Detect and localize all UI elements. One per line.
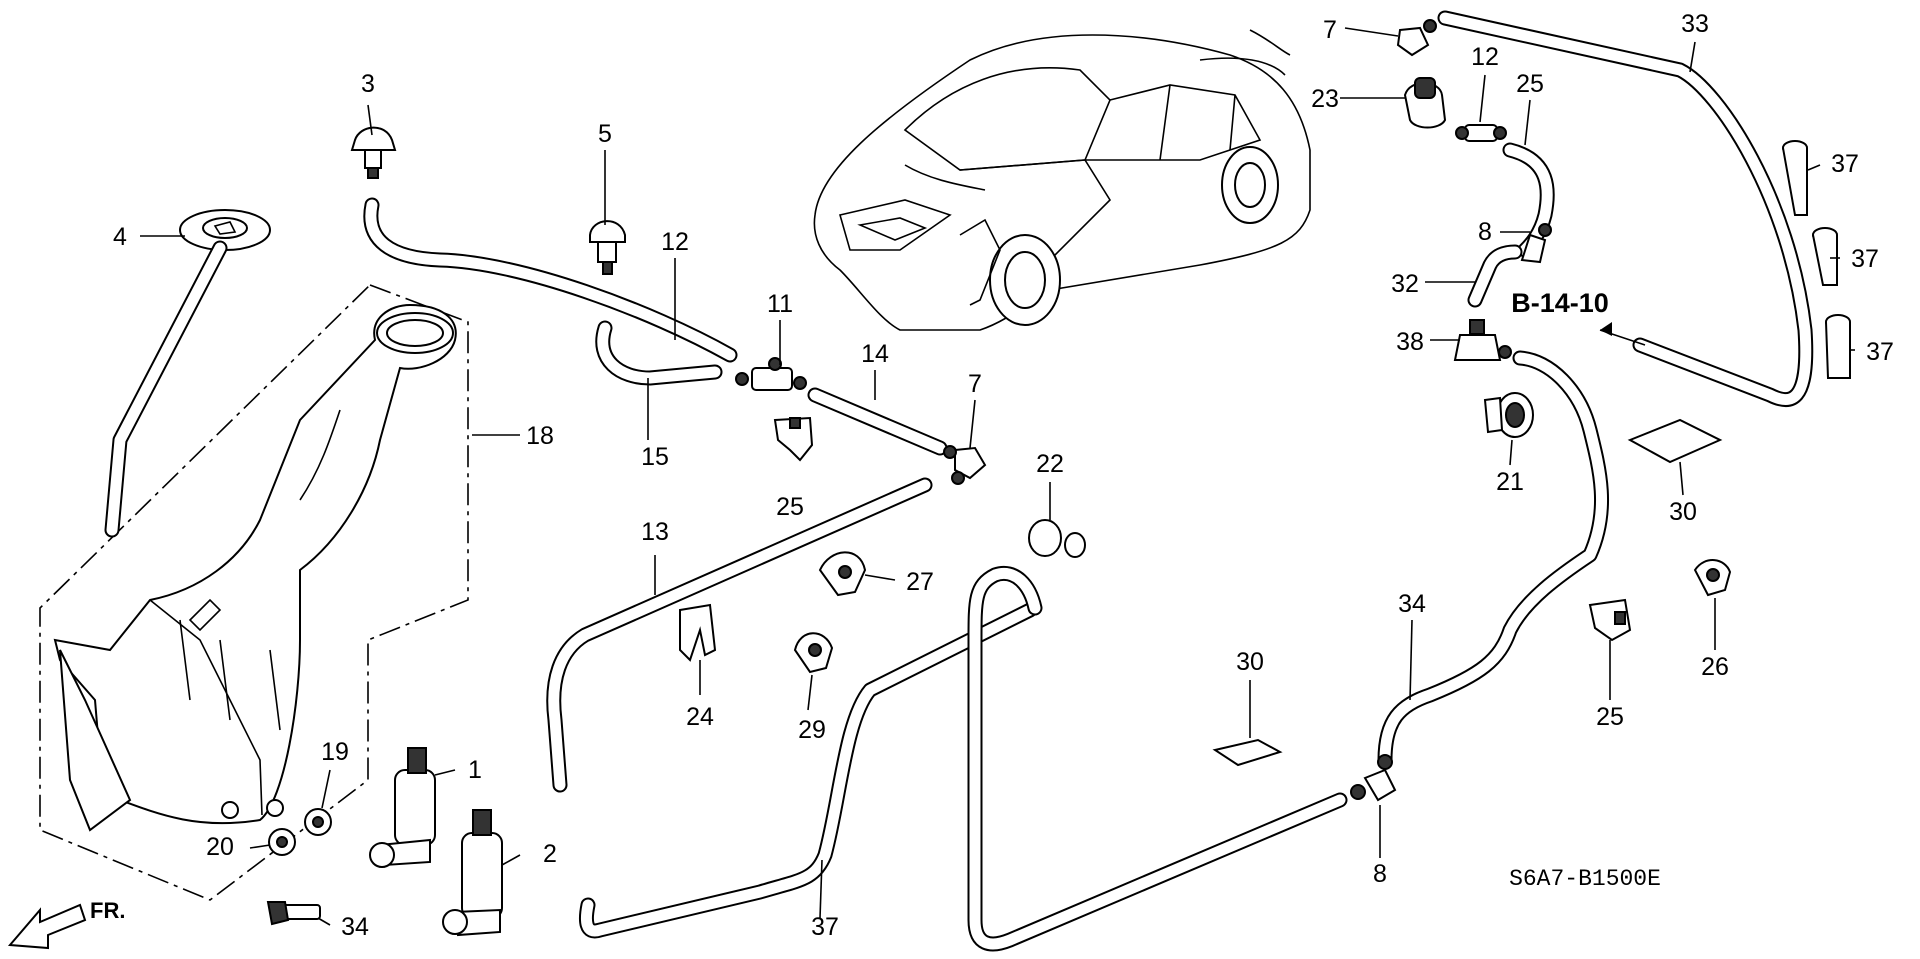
label-part-27-lower: 29	[798, 716, 826, 744]
label-part-5: 5	[598, 120, 612, 148]
joint-8-upper	[1520, 223, 1552, 264]
hose-13	[546, 477, 933, 793]
grommet-19-lower	[268, 828, 296, 856]
joint-8-lower	[1350, 754, 1397, 802]
label-part-27-upper: 27	[906, 568, 934, 596]
pad-29	[1627, 418, 1723, 464]
joint-7-lower	[943, 445, 987, 485]
label-part-30: 30	[1236, 648, 1264, 676]
leader-lines	[140, 27, 1855, 926]
hose-34	[1377, 350, 1610, 768]
part-labels: 3 4 5 12 11 14 7 15 18 25 13 22 27 24 29…	[90, 10, 1894, 941]
clip-26	[1693, 559, 1732, 597]
joint-11	[735, 357, 807, 391]
label-part-34: 34	[1398, 590, 1426, 618]
sponge-37-mid	[1812, 227, 1838, 286]
label-part-23: 25	[1516, 70, 1544, 98]
label-part-2: 2	[543, 840, 557, 868]
valve-9	[1455, 124, 1507, 142]
washer-pump-2	[442, 809, 503, 937]
sponge-37-bottom	[1825, 314, 1851, 379]
label-part-19-upper: 19	[321, 738, 349, 766]
clip-27-lower	[793, 632, 834, 674]
clip-24	[679, 603, 717, 662]
clip-25-left	[773, 416, 814, 462]
label-part-24: 24	[686, 703, 714, 731]
nozzle-3	[350, 126, 397, 179]
nozzle-22	[1403, 77, 1447, 129]
label-part-3: 3	[361, 70, 375, 98]
label-part-26: 26	[1701, 653, 1729, 681]
label-part-14: 14	[861, 340, 889, 368]
label-part-38: 38	[1396, 328, 1424, 356]
label-part-33: 33	[1681, 10, 1709, 38]
label-part-29: 30	[1669, 498, 1697, 526]
label-part-25-left: 25	[776, 493, 804, 521]
grommet-19-upper	[304, 808, 332, 836]
label-part-9: 12	[1471, 43, 1499, 71]
label-part-35: 37	[811, 913, 839, 941]
washer-reservoir	[39, 284, 469, 901]
bolt-31	[266, 901, 321, 926]
label-part-4: 4	[113, 223, 127, 251]
label-part-18: 18	[526, 422, 554, 450]
clip-25-right	[1588, 598, 1632, 642]
filler-cap-assembly	[104, 209, 271, 538]
hose-12	[363, 197, 738, 363]
label-part-22: 23	[1311, 85, 1339, 113]
hose-32	[1467, 244, 1523, 308]
clip-27-upper	[818, 551, 867, 597]
hose-14	[807, 387, 948, 456]
label-part-15: 15	[641, 443, 669, 471]
label-part-1: 1	[468, 756, 482, 784]
front-direction-label: FR.	[90, 898, 125, 923]
label-part-7-lower: 7	[968, 370, 982, 398]
label-part-12: 12	[661, 228, 689, 256]
drawing-code: S6A7-B1500E	[1509, 866, 1661, 892]
label-part-37-bottom: 37	[1866, 338, 1894, 366]
hose-long-loop	[967, 566, 1348, 952]
hose-33	[1437, 10, 1814, 408]
label-part-31: 34	[341, 913, 369, 941]
hose-15	[595, 320, 723, 386]
reference-arrow	[1599, 322, 1646, 346]
label-part-37-top: 37	[1831, 150, 1859, 178]
joint-7-upper	[1396, 19, 1437, 57]
hose-35	[579, 602, 1038, 939]
sponge-37-top	[1782, 140, 1808, 216]
label-part-37-mid: 37	[1851, 245, 1879, 273]
label-part-32: 32	[1391, 270, 1419, 298]
washer-pump-1	[369, 747, 436, 868]
label-part-25-right: 25	[1596, 703, 1624, 731]
nozzle-5	[589, 220, 626, 275]
grommet-21	[1028, 519, 1086, 558]
grommet-20	[1483, 392, 1534, 438]
vehicle-outline	[813, 29, 1311, 331]
label-part-21: 22	[1036, 450, 1064, 478]
label-part-8-lower: 8	[1373, 860, 1387, 888]
label-part-11: 11	[767, 290, 793, 318]
nozzle-38	[1453, 319, 1512, 361]
label-part-20: 21	[1496, 468, 1524, 496]
label-part-19-lower: 20	[206, 833, 234, 861]
label-part-8-upper: 8	[1478, 218, 1492, 246]
pad-30	[1212, 738, 1283, 767]
reference-label: B-14-10	[1511, 288, 1609, 318]
label-part-13: 13	[641, 518, 669, 546]
front-direction-arrow	[7, 903, 87, 950]
label-part-7-upper: 7	[1323, 16, 1337, 44]
